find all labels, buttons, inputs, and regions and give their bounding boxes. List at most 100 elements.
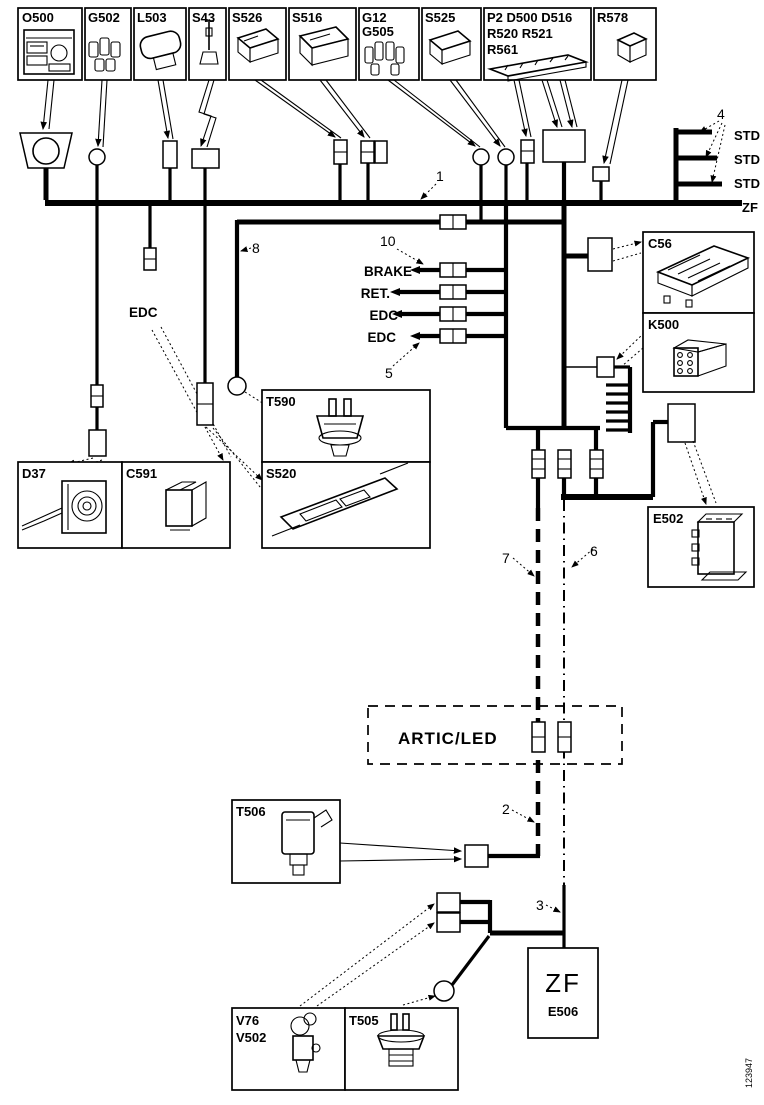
s520-pictogram bbox=[271, 462, 409, 537]
callout-5: 5 bbox=[385, 365, 393, 381]
s526-pictogram bbox=[236, 28, 280, 64]
e506-label: E506 bbox=[548, 1004, 578, 1019]
component-label-c56: C56 bbox=[648, 236, 672, 251]
bundle-lines: 8 BRAKE RET. EDC EDC 10 5 bbox=[237, 203, 566, 428]
component-box-s520 bbox=[261, 461, 431, 549]
component-label-s43: S43 bbox=[192, 10, 215, 25]
callout-6: 6 bbox=[590, 543, 598, 559]
component-label-t590: T590 bbox=[266, 394, 296, 409]
o500-pictogram bbox=[23, 29, 75, 75]
t506-branch: T506 bbox=[231, 799, 540, 884]
t590-pictogram bbox=[315, 398, 365, 457]
component-box-s43: S43 bbox=[188, 7, 227, 81]
d37-pictogram bbox=[21, 480, 107, 534]
component-label-g505: G505 bbox=[362, 24, 394, 39]
k500-connector bbox=[596, 356, 615, 378]
component-label-p2-row2: R520 R521 bbox=[487, 26, 553, 41]
s525-connector bbox=[497, 148, 515, 166]
r578-connector bbox=[592, 166, 610, 182]
o500-connector bbox=[19, 132, 73, 169]
main-bus: STD STD STD ZF 4 1 bbox=[45, 106, 760, 215]
component-label-e502: E502 bbox=[653, 511, 683, 526]
g502-connector bbox=[88, 148, 106, 166]
component-label-l503: L503 bbox=[137, 10, 167, 25]
v76-connector-b bbox=[436, 912, 461, 933]
component-label-d37: D37 bbox=[22, 466, 46, 481]
p2-cluster-connector bbox=[542, 129, 586, 163]
component-box-p2-cluster: P2 D500 D516 R520 R521 R561 bbox=[483, 7, 592, 82]
figure-number: 123947 bbox=[744, 1058, 754, 1088]
component-label-s525: S525 bbox=[425, 10, 455, 25]
d37-end-connector bbox=[88, 429, 107, 457]
component-box-l503: L503 bbox=[133, 7, 187, 81]
right-middle-plumbing bbox=[506, 203, 717, 508]
bus-label-std2: STD bbox=[734, 152, 760, 167]
bus-label-zf: ZF bbox=[742, 200, 758, 215]
l503-connector bbox=[162, 140, 178, 169]
edc2-label: EDC bbox=[367, 330, 396, 345]
t505-connector bbox=[433, 980, 455, 1002]
callout-10: 10 bbox=[380, 233, 396, 249]
callout-8: 8 bbox=[252, 240, 260, 256]
component-box-c591 bbox=[121, 461, 231, 549]
component-label-r578: R578 bbox=[597, 10, 628, 25]
component-label-c591: C591 bbox=[126, 466, 157, 481]
zf-box-label: ZF bbox=[545, 968, 581, 998]
e502-pictogram bbox=[691, 513, 748, 581]
g505-connector bbox=[472, 148, 490, 166]
component-box-s526: S526 bbox=[228, 7, 287, 81]
bottom-bundle: 3 bbox=[433, 885, 566, 1002]
component-box-s516: S516 bbox=[288, 7, 357, 81]
callout-1: 1 bbox=[436, 168, 444, 184]
bus-connectors bbox=[19, 129, 610, 203]
bottom-boxes: V76 V502 T505 ZF E506 bbox=[231, 903, 599, 1091]
c56-pictogram bbox=[655, 245, 751, 308]
ret-label: RET. bbox=[361, 286, 390, 301]
component-box-s525: S525 bbox=[421, 7, 482, 81]
v76-connector-a bbox=[436, 892, 461, 913]
top-component-boxes: O500 G502 L503 bbox=[17, 7, 657, 82]
r578-pictogram bbox=[616, 32, 648, 63]
component-box-zf-e506 bbox=[527, 947, 599, 1039]
g505-pictogram bbox=[364, 41, 405, 76]
edc1-label: EDC bbox=[369, 308, 398, 323]
v76-pictogram bbox=[290, 1012, 321, 1073]
lower-component-boxes: D37 C591 T590 S520 bbox=[17, 231, 755, 588]
c56-connector bbox=[587, 237, 613, 272]
callout-4: 4 bbox=[717, 106, 725, 122]
brake-label: BRAKE bbox=[364, 264, 412, 279]
t506-connector bbox=[464, 844, 489, 868]
component-box-t590 bbox=[261, 389, 431, 463]
component-label-s526: S526 bbox=[232, 10, 262, 25]
component-box-o500: O500 bbox=[17, 7, 83, 81]
callout-7: 7 bbox=[502, 550, 510, 566]
callout-2: 2 bbox=[502, 801, 510, 817]
edc-left-label: EDC bbox=[129, 305, 158, 320]
s516-connector-b bbox=[374, 140, 388, 164]
component-box-r578: R578 bbox=[593, 7, 657, 81]
component-label-s516: S516 bbox=[292, 10, 322, 25]
component-label-p2-row3: R561 bbox=[487, 42, 518, 57]
component-label-k500: K500 bbox=[648, 317, 679, 332]
bus-label-std3: STD bbox=[734, 176, 760, 191]
s516-pictogram bbox=[298, 26, 350, 67]
t506-pictogram bbox=[281, 809, 333, 876]
component-label-g502: G502 bbox=[88, 10, 120, 25]
component-label-g12: G12 bbox=[362, 10, 387, 25]
l503-pictogram bbox=[139, 30, 182, 71]
trailer-lines: 7 6 ARTIC/LED 2 bbox=[367, 500, 623, 885]
s43-pictogram bbox=[199, 20, 219, 65]
callout-3: 3 bbox=[536, 897, 544, 913]
component-wires bbox=[40, 79, 629, 165]
e502-connector bbox=[667, 403, 696, 443]
component-box-t506 bbox=[231, 799, 341, 884]
component-label-p2-row1: P2 D500 D516 bbox=[487, 10, 572, 25]
component-label-v502: V502 bbox=[236, 1030, 266, 1045]
c591-pictogram bbox=[165, 481, 207, 531]
p2-pictogram bbox=[487, 54, 589, 82]
s525-pictogram bbox=[428, 30, 472, 66]
s43-connector bbox=[191, 148, 220, 169]
